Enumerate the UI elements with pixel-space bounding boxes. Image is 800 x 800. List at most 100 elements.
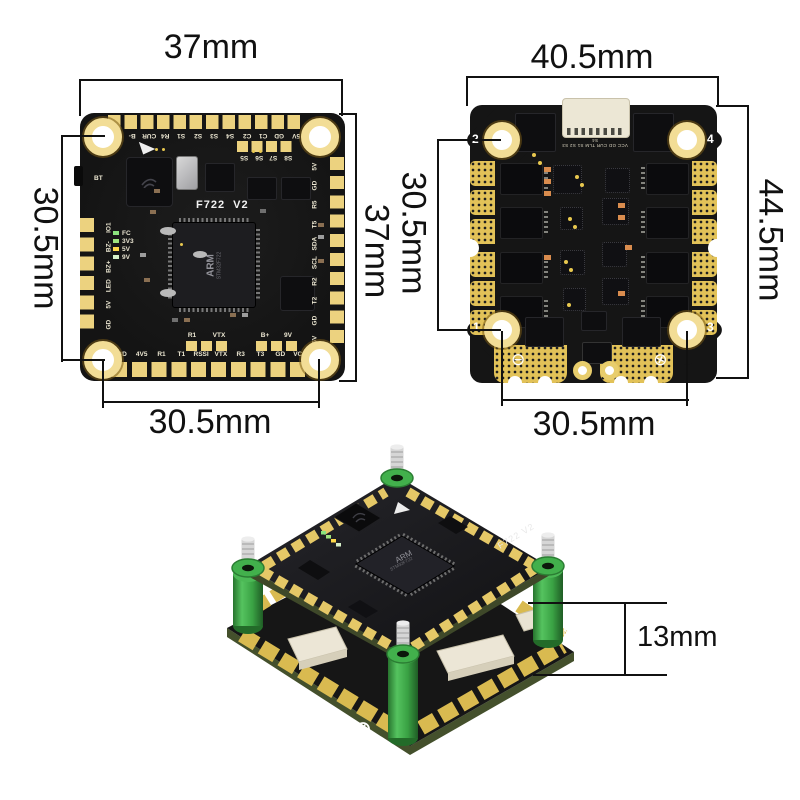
esc-height-tick bbox=[716, 377, 749, 379]
led-label: 5V bbox=[113, 245, 134, 253]
fc-right-pad-strip bbox=[330, 157, 344, 349]
led-label: 9V bbox=[113, 253, 134, 261]
fc-mount-v-tick bbox=[61, 359, 105, 361]
fc-height-line bbox=[355, 114, 357, 382]
esc-width-tick bbox=[466, 76, 468, 106]
wifi-icon bbox=[141, 178, 157, 188]
mosfet-chip bbox=[515, 113, 556, 152]
screw-left bbox=[231, 536, 265, 578]
mosfet-chip bbox=[622, 317, 661, 347]
fc-aux-label: R1 bbox=[187, 332, 197, 339]
fc-pad-label: S3 bbox=[210, 132, 219, 139]
mosfet-chip bbox=[525, 317, 564, 347]
fc-pad-label: C1 bbox=[258, 132, 268, 139]
power-chip bbox=[280, 276, 315, 311]
mcu-pins-left bbox=[168, 229, 172, 299]
fc-pad-label: GD bbox=[274, 132, 285, 139]
wifi-icon bbox=[352, 512, 366, 519]
wireless-module-chip bbox=[126, 157, 173, 207]
mcu-model-text: STM32F722 bbox=[216, 251, 223, 279]
fc-silkscreen-text: F722 V2 bbox=[196, 199, 249, 211]
mosfet-chip bbox=[641, 207, 689, 239]
led-label: FC bbox=[113, 229, 134, 237]
motor-number-3: 3 bbox=[707, 320, 714, 334]
esc-width-tick bbox=[717, 76, 719, 106]
esc-connector-labels: VCC GD CUR TLM S1 S2 S3 S4 bbox=[562, 138, 628, 148]
transistor-chip bbox=[581, 311, 607, 331]
test-pad bbox=[193, 251, 207, 258]
fc-mount-hole-br bbox=[301, 341, 339, 379]
fc-pad-label: S4 bbox=[226, 132, 235, 139]
fc-pad-label: R1 bbox=[157, 351, 166, 358]
motor-solder-pad bbox=[470, 252, 495, 277]
stack-plus-symbol bbox=[356, 722, 370, 736]
stack-gap-line-bottom bbox=[533, 674, 667, 676]
fc-mount-h-tick bbox=[318, 359, 320, 408]
screw-bottom bbox=[386, 620, 420, 664]
esc-height-tick bbox=[716, 105, 749, 107]
fc-pad-label: R4 bbox=[161, 132, 170, 139]
fc-pad-label: RSSI bbox=[193, 351, 209, 358]
stack-screws bbox=[231, 444, 565, 664]
fc-height-tick bbox=[339, 113, 357, 115]
mosfet-chip bbox=[500, 207, 548, 239]
mosfet-chip bbox=[500, 163, 548, 195]
stack-brand-triangle-logo bbox=[394, 502, 410, 514]
fc-mount-v-line bbox=[61, 136, 63, 362]
fc-width-line bbox=[80, 79, 343, 81]
fc-pad-label: S8 bbox=[283, 154, 292, 161]
pad-scallop bbox=[644, 376, 658, 390]
esc-height-label: 44.5mm bbox=[751, 178, 790, 302]
stack-gap-line-vertical bbox=[624, 602, 626, 676]
esc-mount-v-label: 30.5mm bbox=[394, 171, 433, 295]
stack-standoffs bbox=[233, 562, 563, 746]
mcu-chip: ARM STM32F722 bbox=[168, 218, 260, 312]
fc-pad-label: GD bbox=[117, 351, 127, 358]
mosfet-chip bbox=[633, 113, 674, 152]
mosfet-chip bbox=[641, 252, 689, 284]
stack-mcu-chip bbox=[355, 535, 455, 595]
fc-mount-h-line bbox=[102, 401, 320, 403]
led-label: 3V3 bbox=[113, 237, 134, 245]
fc-pad-label: R3 bbox=[236, 351, 245, 358]
fc-top-pad-strip bbox=[108, 115, 304, 129]
fc-pad-label: T1 bbox=[177, 351, 186, 358]
fc-pad-label: VCC bbox=[293, 351, 307, 358]
esc-mount-h-tick bbox=[686, 331, 688, 406]
fc-aux2-pad-strip bbox=[186, 341, 230, 351]
motor-number-4: 4 bbox=[707, 132, 714, 146]
fc-left-pad-strip bbox=[80, 218, 94, 334]
fc-pad-label: S6 bbox=[254, 154, 263, 161]
fc-mount-v-label: 30.5mm bbox=[26, 186, 65, 310]
fc-mount-v-tick bbox=[61, 135, 105, 137]
screw-right bbox=[531, 532, 565, 576]
test-pad bbox=[160, 227, 176, 235]
passive-components bbox=[470, 105, 477, 110]
fc-pad-label: GD bbox=[275, 351, 286, 358]
brand-triangle-logo bbox=[133, 137, 156, 160]
bt-label: BT bbox=[94, 175, 103, 182]
fc-pad-label: 4V5 bbox=[135, 351, 148, 358]
test-pad bbox=[160, 289, 176, 297]
motor-number-1: 1 bbox=[473, 320, 480, 334]
motor-solder-pad bbox=[692, 281, 717, 306]
esc-mount-h-label: 30.5mm bbox=[532, 405, 656, 443]
motor-solder-pad bbox=[692, 190, 717, 215]
stack-gap-label: 13mm bbox=[637, 621, 718, 653]
mcu-pins-bottom bbox=[179, 308, 249, 312]
motor-solder-pad bbox=[692, 161, 717, 186]
stack-small-chip bbox=[298, 560, 330, 580]
fc-pad-label: S7 bbox=[269, 154, 278, 161]
driver-chip bbox=[602, 278, 629, 305]
esc-width-line bbox=[467, 76, 719, 78]
fc-width-tick bbox=[79, 79, 81, 116]
motor-solder-pad bbox=[470, 281, 495, 306]
mosfet-chip bbox=[500, 252, 548, 284]
esc-mount-v-line bbox=[437, 140, 439, 331]
edge-notch bbox=[461, 239, 479, 257]
